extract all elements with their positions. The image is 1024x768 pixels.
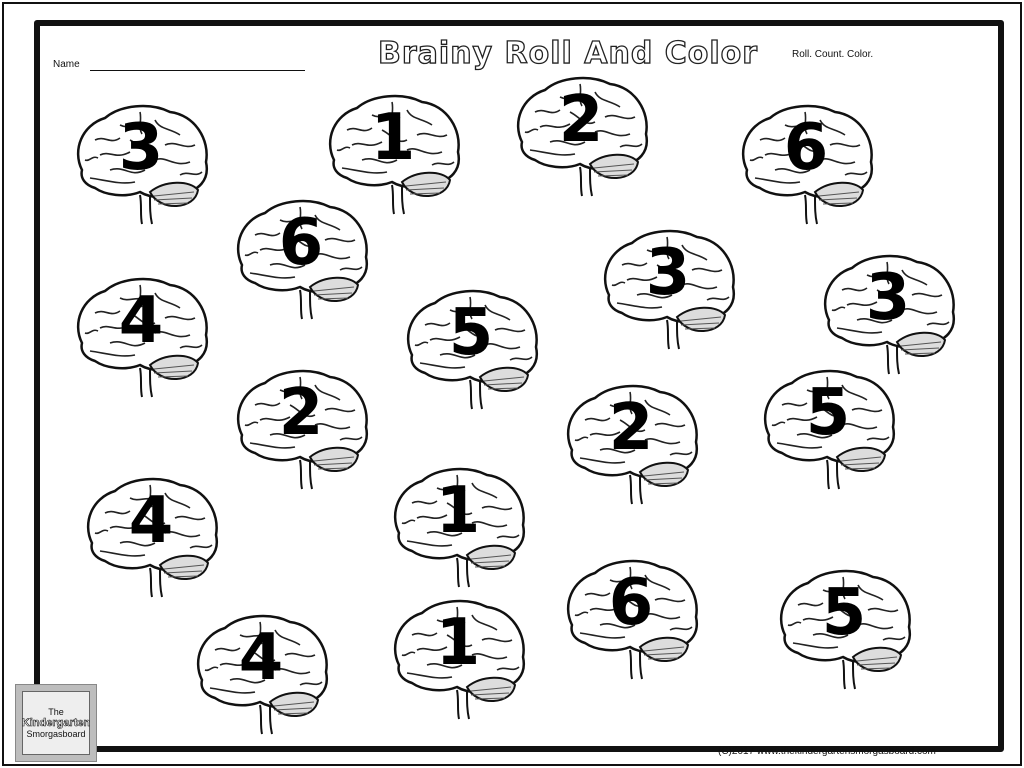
logo-line: Smorgasboard: [26, 728, 86, 739]
brain-number: 3: [645, 236, 691, 310]
brain-number: 1: [370, 101, 416, 175]
brain-number: 6: [278, 206, 324, 280]
worksheet-frame: [34, 20, 1004, 752]
brain-number: 6: [608, 566, 654, 640]
worksheet-title: Brainy Roll And Color: [377, 35, 759, 71]
brain-item[interactable]: 5: [400, 285, 542, 410]
brain-item[interactable]: 3: [597, 225, 739, 350]
brain-number: 4: [128, 484, 174, 558]
brain-number: 2: [558, 83, 604, 157]
brain-number: 1: [435, 606, 481, 680]
brain-item[interactable]: 2: [510, 72, 652, 197]
brain-item[interactable]: 3: [70, 100, 212, 225]
brain-item[interactable]: 4: [190, 610, 332, 735]
brain-number: 1: [435, 474, 481, 548]
brain-item[interactable]: 1: [387, 595, 529, 720]
brain-number: 3: [865, 261, 911, 335]
brain-item[interactable]: 1: [322, 90, 464, 215]
brain-item[interactable]: 4: [80, 473, 222, 598]
name-label: Name: [53, 59, 80, 70]
brain-item[interactable]: 5: [757, 365, 899, 490]
brain-number: 2: [278, 376, 324, 450]
brain-item[interactable]: 6: [560, 555, 702, 680]
brain-number: 4: [238, 621, 284, 695]
brain-number: 3: [118, 111, 164, 185]
brain-item[interactable]: 2: [560, 380, 702, 505]
brain-item[interactable]: 3: [817, 250, 959, 375]
brain-number: 5: [448, 296, 494, 370]
brain-item[interactable]: 2: [230, 365, 372, 490]
copyright-footer: (C)2017 www.thekindergartensmorgasboard.…: [718, 746, 936, 757]
instructions: Roll. Count. Color.: [792, 49, 874, 60]
logo-line: Kindergarten: [21, 716, 91, 729]
brain-item[interactable]: 4: [70, 273, 212, 398]
brain-item[interactable]: 6: [230, 195, 372, 320]
brain-number: 5: [821, 576, 867, 650]
brain-number: 4: [118, 284, 164, 358]
brain-item[interactable]: 6: [735, 100, 877, 225]
logo: The Kindergarten Smorgasboard: [15, 684, 97, 762]
logo-line: The: [48, 706, 64, 717]
brain-item[interactable]: 1: [387, 463, 529, 588]
brain-item[interactable]: 5: [773, 565, 915, 690]
brain-number: 5: [805, 376, 851, 450]
brain-number: 2: [608, 391, 654, 465]
brain-number: 6: [783, 111, 829, 185]
name-field[interactable]: [90, 70, 305, 71]
